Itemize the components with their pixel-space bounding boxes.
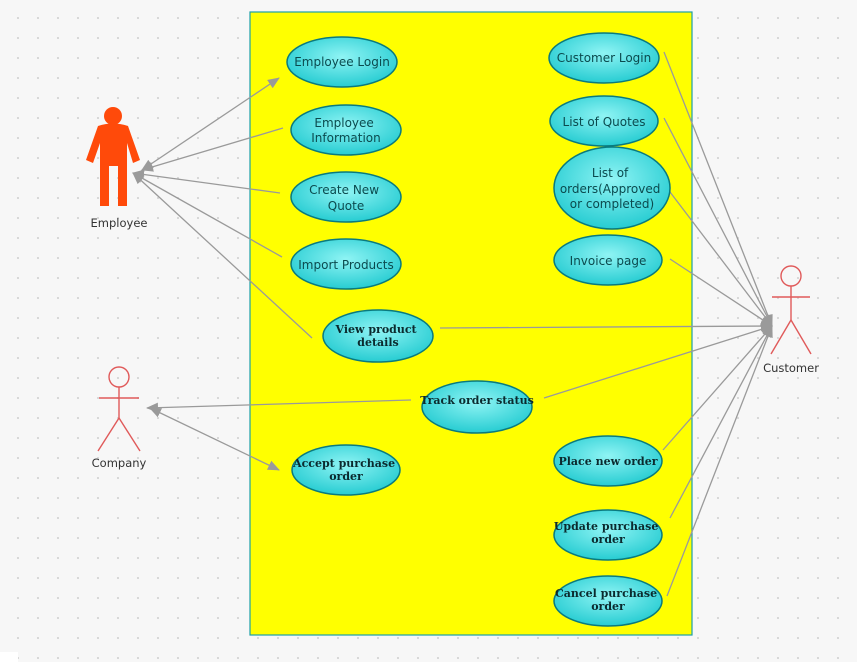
company-label: Company	[92, 456, 147, 470]
connector-invoice-page[interactable]	[669, 258, 773, 327]
use-case-label: Employee Information	[311, 116, 380, 145]
use-case-list-of-quotes[interactable]: List of Quotes	[549, 95, 659, 147]
company-actor[interactable]: Company	[92, 366, 147, 470]
connectors	[132, 51, 773, 597]
connector-cancel-purchase-order[interactable]	[666, 325, 773, 597]
use-case-list-of-orders[interactable]: List of orders(Approved or completed)	[553, 146, 671, 230]
use-case-cancel-purchase-order[interactable]: Cancel purchase order	[553, 575, 663, 627]
use-case-accept-purchase-order[interactable]: Accept purchase order	[291, 444, 401, 496]
customer-actor[interactable]: Customer	[763, 265, 819, 375]
use-case-label: Accept purchase order	[292, 457, 399, 483]
person-icon	[86, 107, 140, 206]
use-case-label: List of orders(Approved or completed)	[560, 166, 664, 211]
use-case-label: Update purchase order	[554, 520, 662, 546]
use-case-employee-login[interactable]: Employee Login	[286, 36, 398, 88]
connector-import-products[interactable]	[132, 172, 283, 258]
connector-customer-login[interactable]	[663, 51, 773, 327]
connector-update-purchase-order[interactable]	[669, 325, 773, 519]
use-case-employee-information[interactable]: Employee Information	[290, 104, 402, 156]
use-case-import-products[interactable]: Import Products	[290, 238, 402, 290]
use-case-place-new-order[interactable]: Place new order	[553, 435, 663, 487]
connector-employee-login[interactable]	[141, 77, 280, 171]
connector-track-order-company[interactable]	[146, 399, 412, 413]
stick-figure-icon	[97, 366, 141, 452]
use-case-customer-login[interactable]: Customer Login	[548, 32, 660, 84]
use-case-invoice-page[interactable]: Invoice page	[553, 234, 663, 286]
use-case-label: Employee Login	[294, 55, 390, 69]
use-case-view-product-details[interactable]: View product details	[322, 309, 434, 363]
use-case-label: Create New Quote	[309, 183, 383, 213]
connector-employee-information[interactable]	[141, 127, 284, 172]
customer-label: Customer	[763, 361, 819, 375]
connector-view-product-details-customer[interactable]	[439, 321, 773, 332]
use-case-label: View product details	[335, 323, 421, 349]
use-case-label: Invoice page	[570, 254, 647, 268]
connector-place-new-order[interactable]	[662, 325, 773, 451]
use-case-track-order-status[interactable]: Track order status	[420, 380, 534, 434]
use-case-label: Cancel purchase order	[555, 587, 661, 613]
use-case-label: Track order status	[420, 394, 534, 407]
use-case-label: Import Products	[298, 258, 393, 272]
use-case-label: Place new order	[558, 455, 657, 468]
use-case-create-new-quote[interactable]: Create New Quote	[290, 171, 402, 223]
employee-actor[interactable]: Employee	[86, 107, 147, 230]
use-case-label: List of Quotes	[563, 115, 646, 129]
use-case-update-purchase-order[interactable]: Update purchase order	[553, 509, 663, 561]
connector-create-new-quote[interactable]	[132, 169, 281, 194]
connector-track-order-customer[interactable]	[543, 324, 773, 399]
connector-accept-purchase-order[interactable]	[149, 407, 280, 471]
connector-list-of-orders[interactable]	[669, 191, 773, 327]
canvas-corner-tab	[0, 652, 18, 662]
connector-view-product-details-employee[interactable]	[132, 172, 313, 339]
connector-list-of-quotes[interactable]	[663, 117, 773, 327]
stick-figure-icon	[770, 265, 812, 355]
employee-label: Employee	[91, 216, 148, 230]
use-case-label: Customer Login	[557, 51, 651, 65]
